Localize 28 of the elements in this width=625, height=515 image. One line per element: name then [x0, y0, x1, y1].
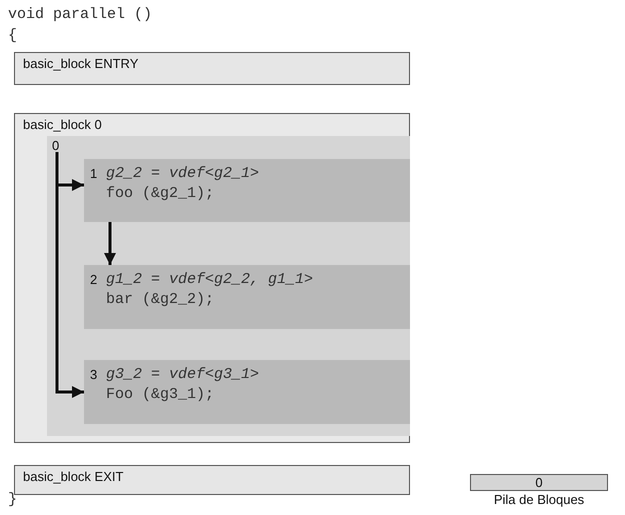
code-line: Foo (&g3_1); [106, 386, 214, 403]
statement-number: 3 [90, 367, 98, 382]
statement-box [84, 265, 410, 329]
code-line: g2_2 = vdef<g2_1> [106, 165, 260, 182]
arrow [104, 222, 116, 265]
code-line: g3_2 = vdef<g3_1> [106, 366, 260, 383]
stack-entry: 0 [534, 475, 544, 490]
block-title: basic_block 0 [23, 117, 102, 132]
code-line: g1_2 = vdef<g2_2, g1_1> [106, 271, 314, 288]
statement-number: 2 [90, 272, 98, 287]
function-signature: void parallel () [8, 6, 152, 23]
arrow [56, 152, 84, 398]
statement-box [84, 360, 410, 424]
stack-caption: Pila de Bloques [492, 492, 586, 507]
block-title: basic_block EXIT [23, 469, 124, 484]
statement-box [84, 159, 410, 222]
stack-box [470, 474, 608, 491]
block-title: basic_block ENTRY [23, 56, 138, 71]
basic-block-box [14, 113, 410, 443]
code-brace: } [8, 491, 18, 508]
basic-block-box [14, 465, 410, 495]
region-box [47, 136, 410, 436]
statement-number: 1 [90, 166, 98, 181]
region-number: 0 [52, 138, 60, 153]
code-line: foo (&g2_1); [106, 185, 214, 202]
basic-block-box [14, 52, 410, 85]
code-line: bar (&g2_2); [106, 291, 214, 308]
code-brace: { [8, 27, 18, 44]
